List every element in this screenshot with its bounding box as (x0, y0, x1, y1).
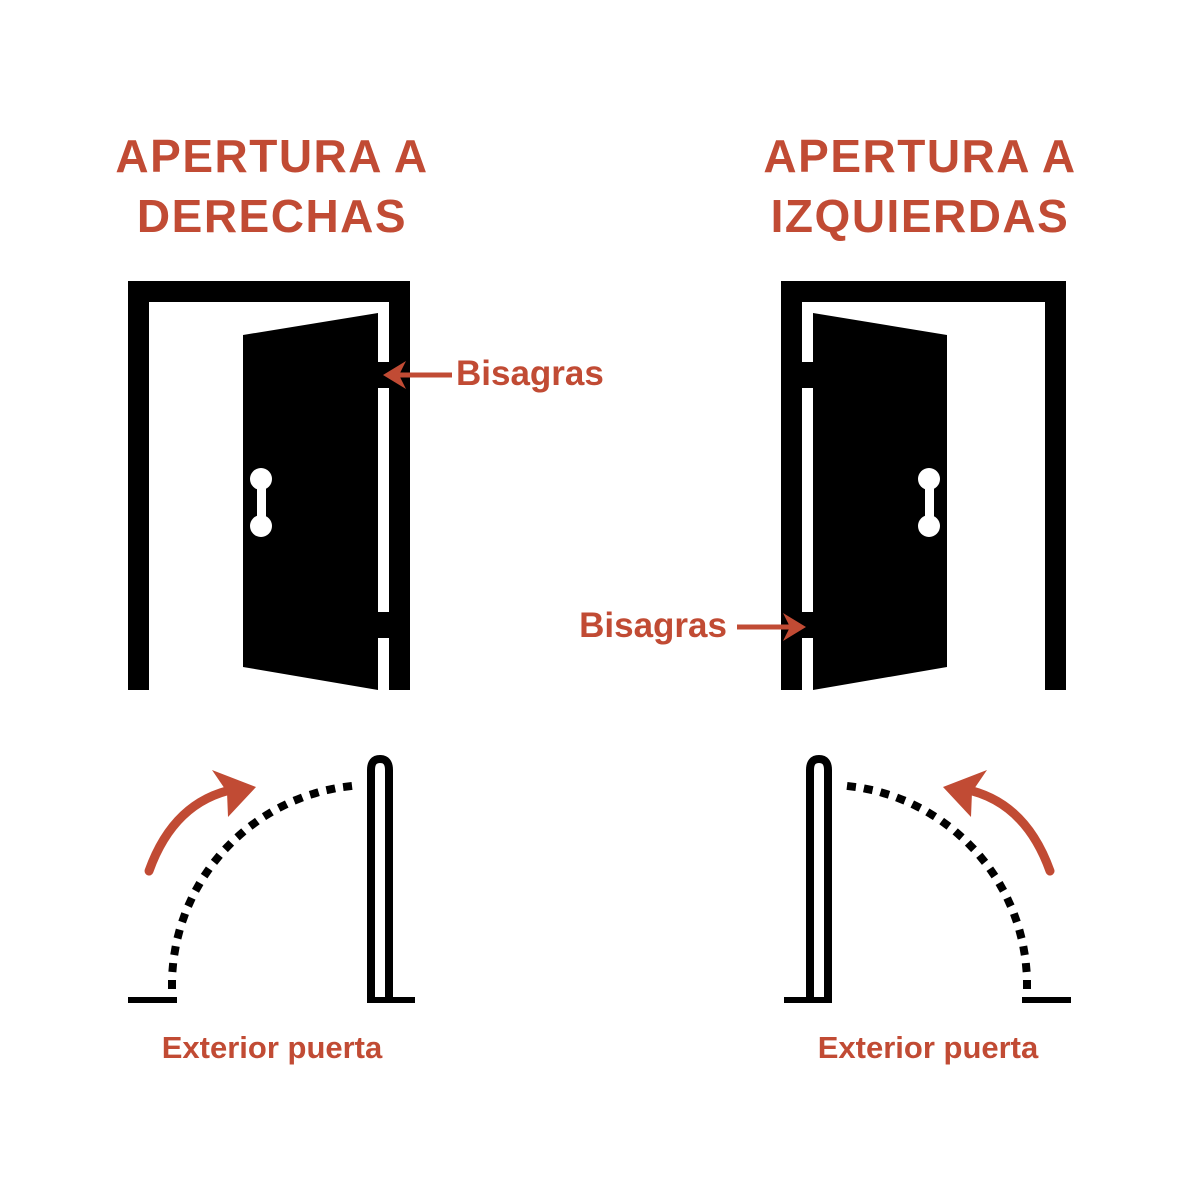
swing-arc-left (167, 781, 357, 990)
left-opening-door-figure (737, 281, 1066, 690)
swing-diagram-left (128, 754, 415, 1003)
right-opening-door-figure (128, 281, 452, 690)
title-line: APERTURA A (115, 130, 429, 182)
hinge-bottom-left-door (374, 612, 393, 638)
swing-diagram-right (784, 754, 1071, 1003)
exterior-label-right: Exterior puerta (817, 1030, 1039, 1065)
hinge-label-right: Bisagras (579, 606, 727, 645)
swing-direction-arrow-right-icon (943, 770, 1055, 876)
title-line: DERECHAS (136, 190, 408, 242)
title-left-opening: APERTURA A IZQUIERDAS (733, 126, 1107, 246)
swing-arc-right (842, 781, 1032, 990)
open-door-slab-right (806, 754, 832, 1001)
door-handle-icon (250, 468, 272, 537)
hinge-top-right-door (799, 362, 818, 388)
hinge-arrow-left-icon (383, 361, 452, 389)
open-door-slab-left (367, 754, 393, 1001)
title-right-opening: APERTURA A DERECHAS (85, 126, 459, 246)
exterior-label-left: Exterior puerta (161, 1030, 383, 1065)
door-leaf-right (813, 313, 947, 690)
hinge-arrow-right-icon (737, 613, 806, 641)
title-line: APERTURA A (763, 130, 1077, 182)
hinge-bottom-right-door (799, 612, 818, 638)
hinge-label-left: Bisagras (456, 354, 604, 393)
door-handle-icon (918, 468, 940, 537)
swing-direction-arrow-left-icon (144, 770, 256, 876)
door-leaf-left (243, 313, 378, 690)
title-line: IZQUIERDAS (770, 190, 1070, 242)
